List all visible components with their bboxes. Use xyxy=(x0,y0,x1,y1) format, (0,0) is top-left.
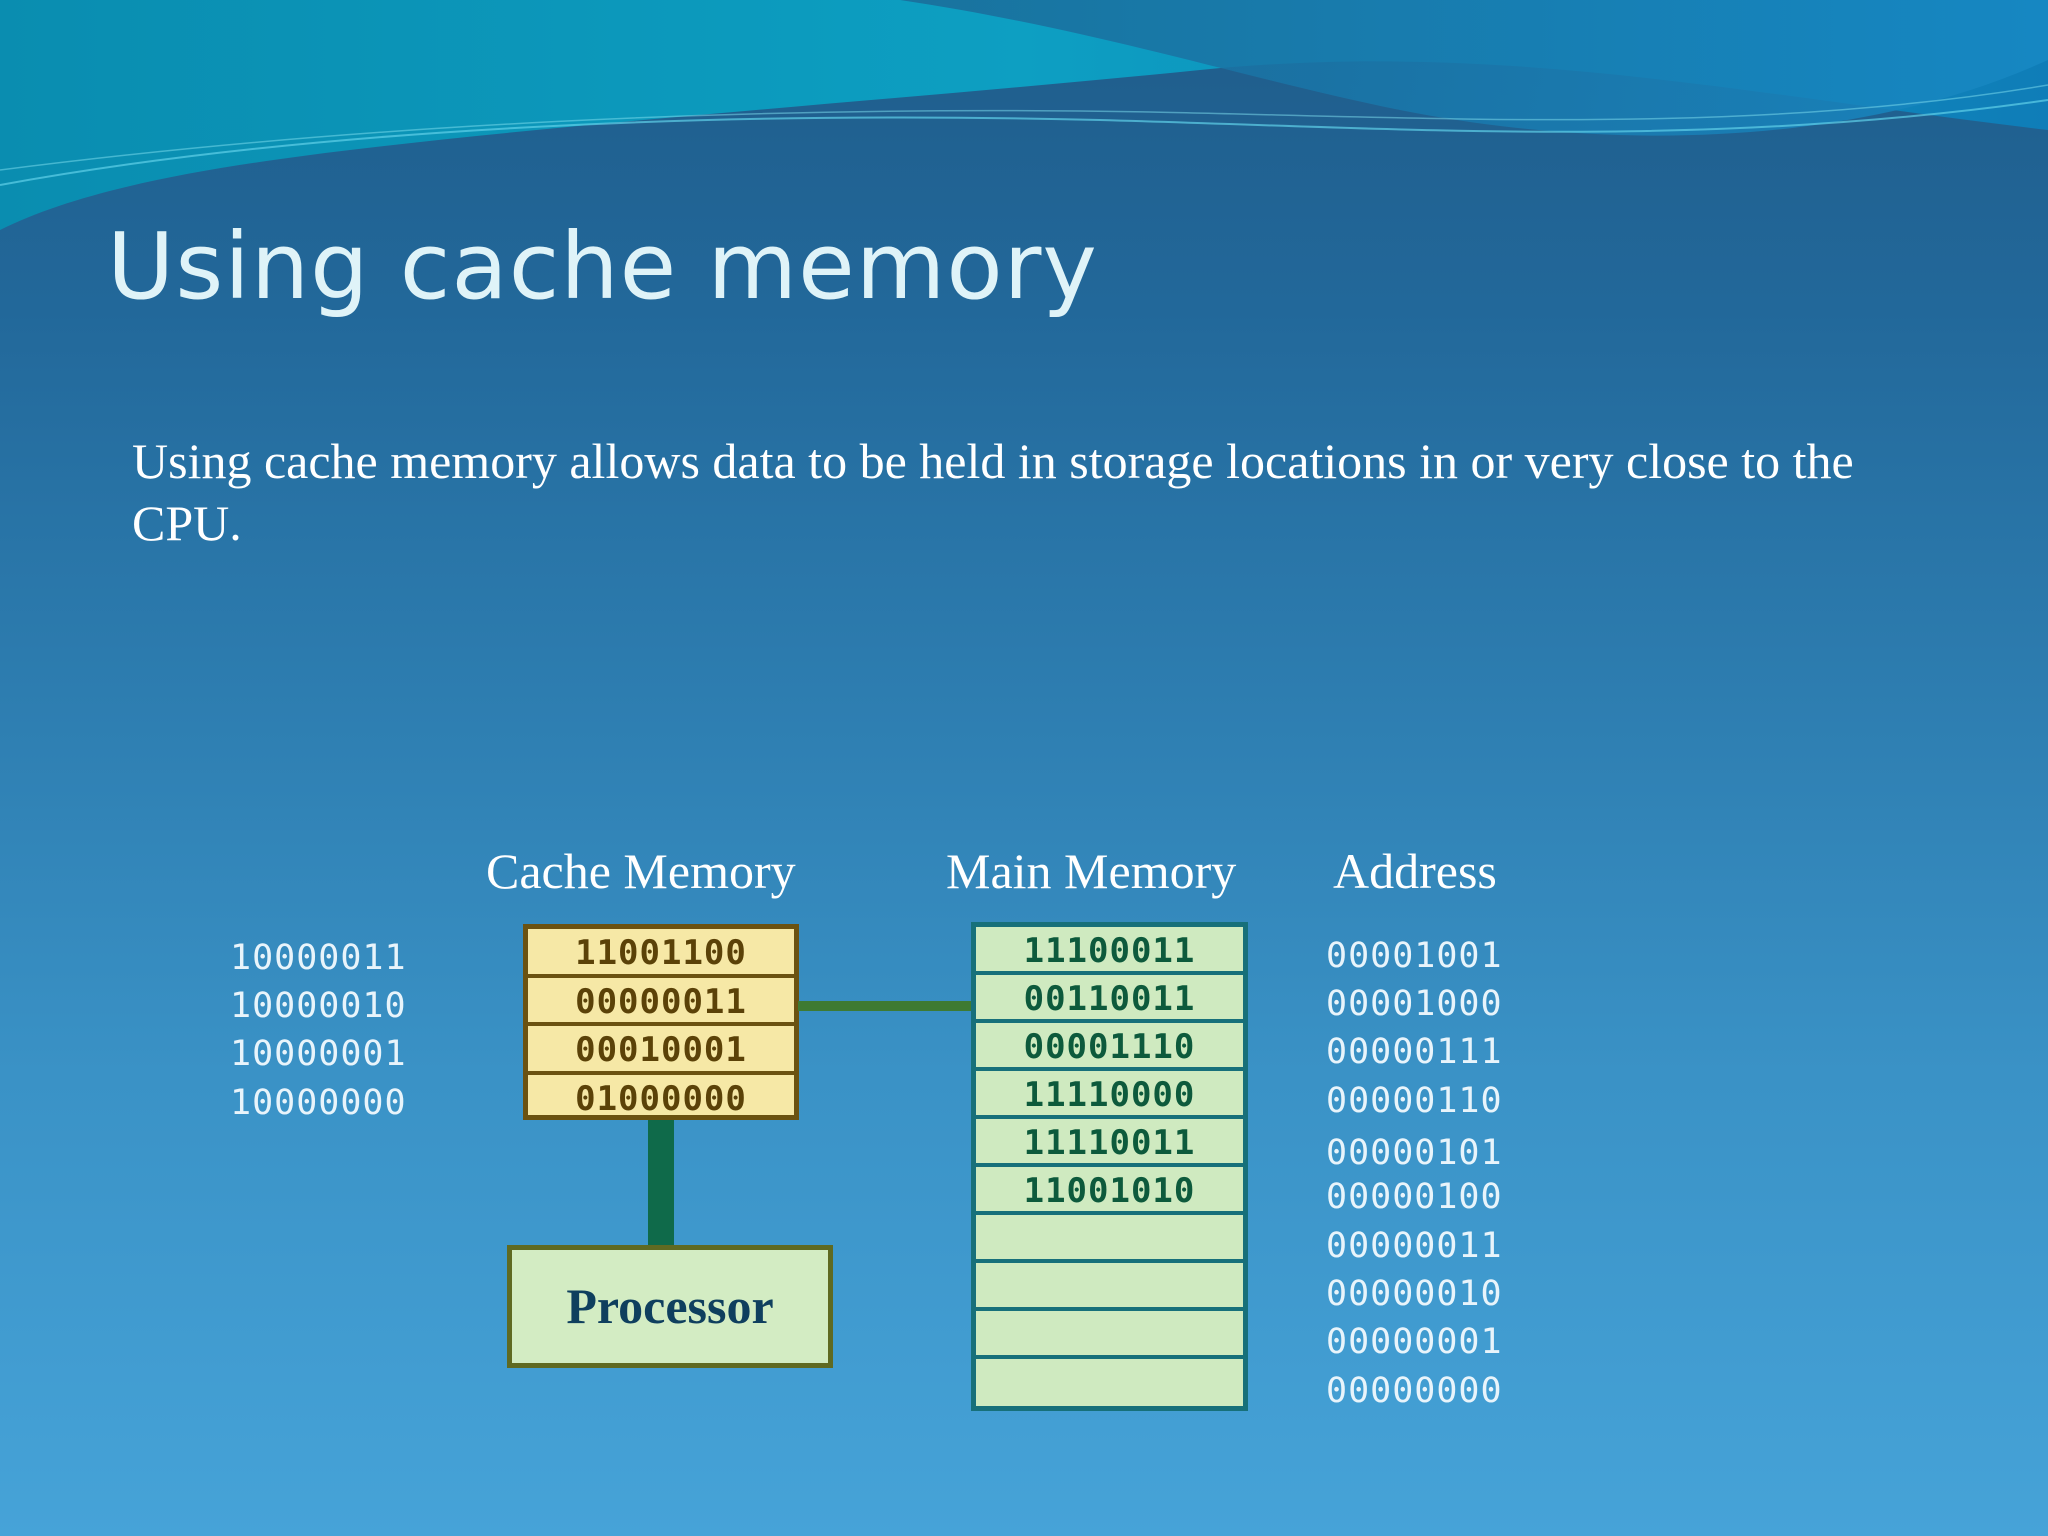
main-memory-cell: 11110000 xyxy=(976,1071,1243,1119)
cache-address: 10000010 xyxy=(230,986,407,1026)
cache-cell: 00000011 xyxy=(528,978,794,1026)
main-memory-cell: 11100011 xyxy=(976,927,1243,975)
main-address: 00001001 xyxy=(1326,936,1503,976)
main-address: 00000101 xyxy=(1326,1133,1503,1173)
slide-body-text: Using cache memory allows data to be hel… xyxy=(132,433,1854,551)
main-memory-cell xyxy=(976,1359,1243,1407)
main-address: 00000100 xyxy=(1326,1177,1503,1217)
main-memory-cell xyxy=(976,1215,1243,1263)
address-label: Address xyxy=(1333,843,1497,899)
main-address: 00000000 xyxy=(1326,1371,1503,1411)
main-memory-cell: 11001010 xyxy=(976,1167,1243,1215)
cache-cell: 11001100 xyxy=(528,929,794,978)
main-address: 00000110 xyxy=(1326,1081,1503,1121)
cache-cell: 01000000 xyxy=(575,1078,747,1119)
cache-processor-bus xyxy=(648,1120,674,1246)
cache-address: 10000000 xyxy=(230,1083,407,1123)
main-memory-cell xyxy=(976,1263,1243,1311)
main-memory-label: Main Memory xyxy=(946,843,1237,899)
main-memory-cell: 00001110 xyxy=(976,1023,1243,1071)
cache-main-bus xyxy=(798,1001,973,1011)
main-memory-cell: 11110011 xyxy=(976,1119,1243,1167)
processor-box: Processor xyxy=(507,1245,833,1368)
main-memory-cell: 00110011 xyxy=(976,975,1243,1023)
main-address: 00000010 xyxy=(1326,1274,1503,1314)
cache-memory-label: Cache Memory xyxy=(486,843,796,899)
main-address: 00001000 xyxy=(1326,984,1503,1024)
main-address: 00000001 xyxy=(1326,1322,1503,1362)
header-wave-decoration xyxy=(0,0,2048,230)
main-address: 00000111 xyxy=(1326,1032,1503,1072)
cache-address: 10000011 xyxy=(230,938,407,978)
slide-title: Using cache memory xyxy=(107,213,1098,320)
main-memory-cell xyxy=(976,1311,1243,1359)
cache-address: 10000001 xyxy=(230,1034,407,1074)
cache-memory-block: 11001100 00000011 00010001 01000000 xyxy=(523,924,799,1120)
main-memory-block: 11100011 00110011 00001110 11110000 1111… xyxy=(971,922,1248,1411)
cache-cell: 00010001 xyxy=(528,1026,794,1075)
main-address: 00000011 xyxy=(1326,1226,1503,1266)
